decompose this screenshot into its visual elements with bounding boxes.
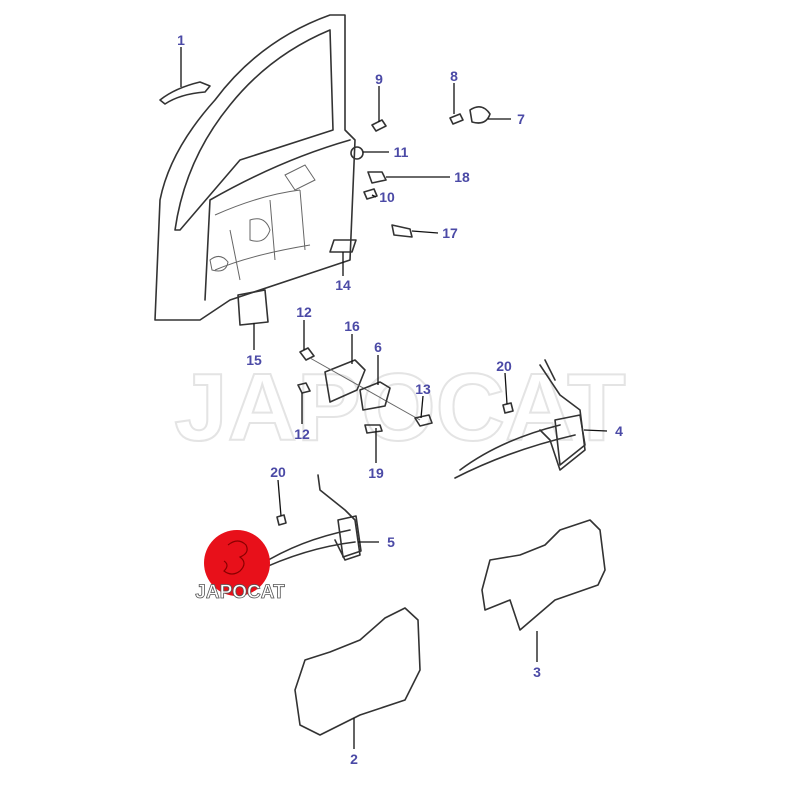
callout-8: 8 [450,68,458,84]
logo-text: JAPOCAT [195,582,285,603]
leader-lines [180,47,608,749]
callout-5: 5 [387,534,395,550]
door-shell [154,14,356,321]
part-4-lock-assembly [454,359,586,479]
callout-13: 13 [415,381,431,397]
callout-19: 19 [368,465,384,481]
callout-4: 4 [615,423,623,439]
part-15-pad [237,289,269,326]
callout-20-left: 20 [270,464,286,480]
hinge-check-group [297,347,433,434]
part-1-handle [159,81,211,105]
callout-17: 17 [442,225,458,241]
callout-2: 2 [350,751,358,767]
japocat-logo: JAPOCAT [195,530,285,603]
callout-18: 18 [454,169,470,185]
callout-12-bottom: 12 [294,426,310,442]
part-3-seal [481,519,606,631]
callout-14: 14 [335,277,351,293]
callout-20-right: 20 [496,358,512,374]
callout-16: 16 [344,318,360,334]
callout-12-top: 12 [296,304,312,320]
callout-6: 6 [374,339,382,355]
callout-7: 7 [517,111,525,127]
callout-11: 11 [394,144,409,160]
part-2-seal [294,607,421,736]
callout-9: 9 [375,71,383,87]
part-5-lock-assembly [254,474,362,573]
callout-3: 3 [533,664,541,680]
callout-labels: 1 9 8 7 11 18 10 17 14 15 12 16 6 13 12 … [177,32,623,767]
callout-1: 1 [177,32,185,48]
callout-15: 15 [246,352,262,368]
callout-10: 10 [379,189,395,205]
